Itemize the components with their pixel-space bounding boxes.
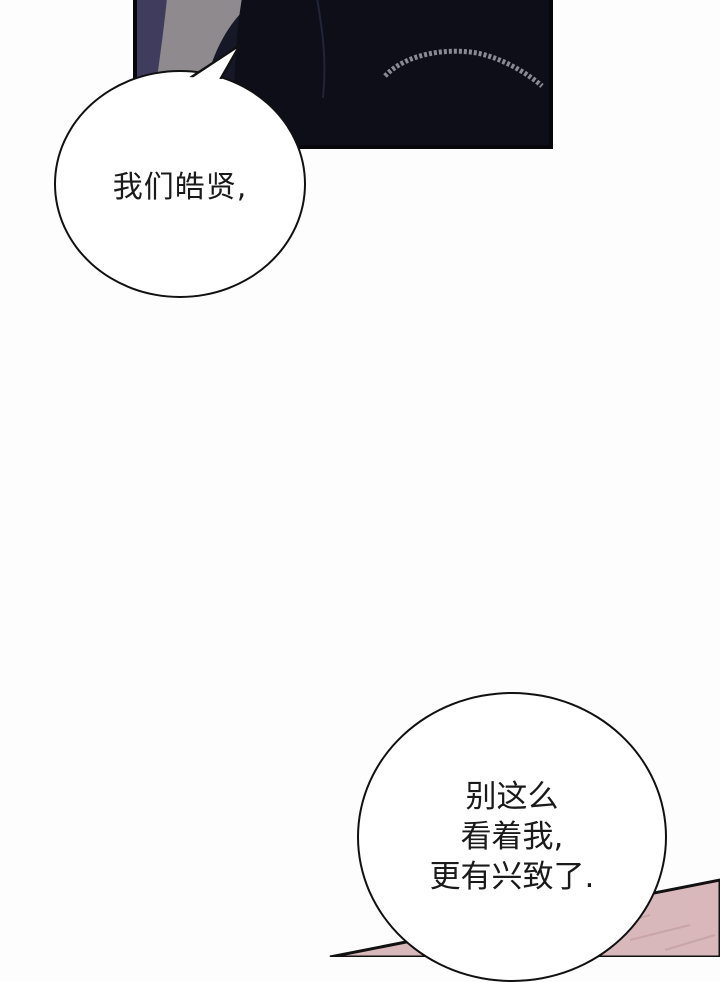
speech-bubble-1-tail: [187, 43, 240, 85]
speech-bubble-2-line-3: 更有兴致了.: [429, 859, 595, 895]
speech-bubble-2: 别这么 看着我, 更有兴致了.: [357, 692, 667, 982]
speech-bubble-1: 我们皓贤,: [54, 70, 306, 298]
speech-bubble-2-line-1: 别这么: [465, 779, 559, 815]
fold-line: [316, 0, 326, 99]
speech-bubble-2-lines: 别这么 看着我, 更有兴致了.: [430, 777, 595, 897]
speech-bubble-2-line-2: 看着我,: [460, 819, 564, 855]
collar-stitch: [383, 48, 544, 88]
grey-region: [157, 0, 255, 78]
speech-bubble-1-text: 我们皓贤,: [112, 170, 248, 205]
